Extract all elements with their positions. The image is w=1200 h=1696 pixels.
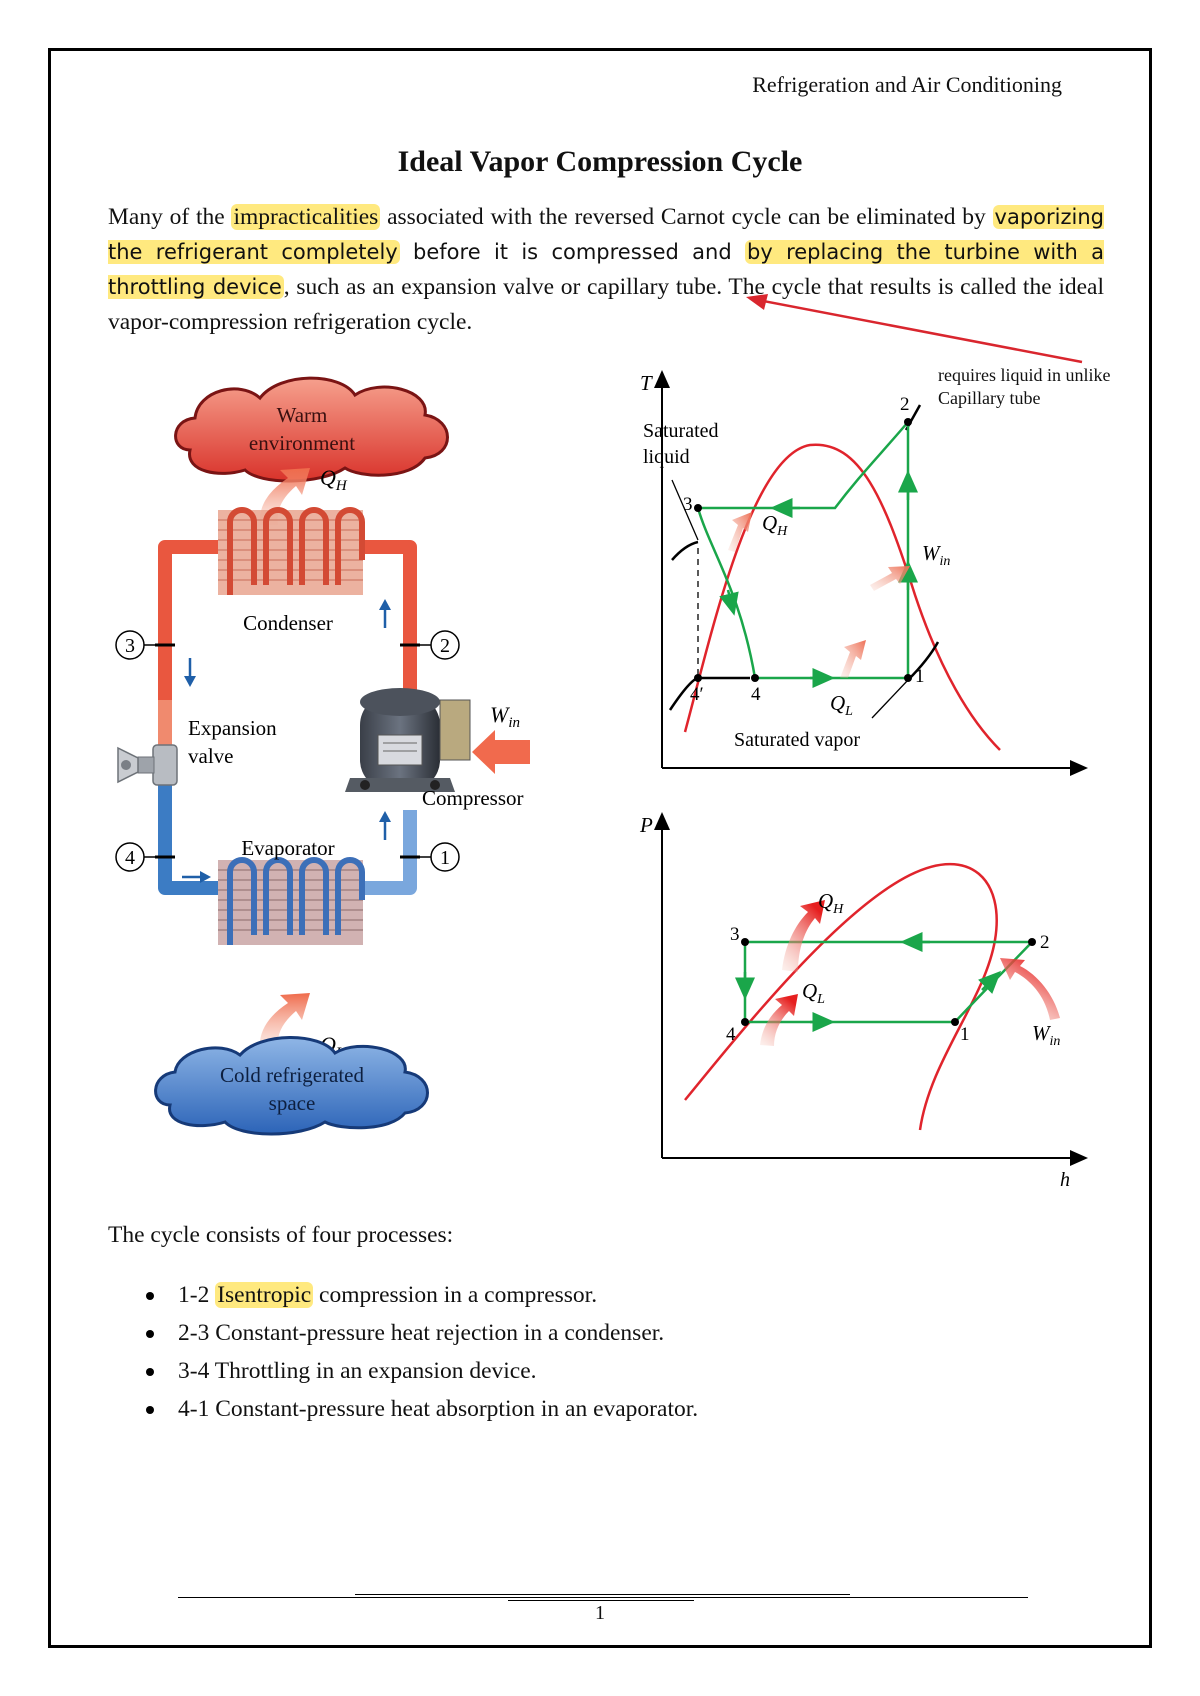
state-marker-3: 3 (115, 630, 175, 660)
ph-qh-arrow (782, 900, 825, 972)
cold-label-1: Cold refrigerated (220, 1063, 365, 1087)
ph-saturation-dome (684, 863, 998, 1131)
condenser-coil (218, 507, 365, 595)
footer-rule (178, 1597, 1028, 1598)
refrigeration-schematic: Warm environment QH Condenser Evaporator… (115, 376, 530, 1136)
ts-sat-liquid-1: Saturated (643, 420, 719, 442)
ts-ql-label: QL (830, 691, 853, 719)
page-number: 1 (595, 1602, 605, 1624)
ts-point-4: 4 (751, 684, 761, 705)
ts-sat-vapor: Saturated vapor (734, 729, 860, 751)
ph-point-4: 4 (726, 1024, 736, 1045)
expansion-label-2: valve (188, 744, 233, 768)
list-item: 4-1 Constant-pressure heat absorption in… (138, 1390, 698, 1428)
ts-y-label: T (640, 371, 653, 395)
cold-pipe-left (158, 770, 218, 895)
ts-qh-label: QH (762, 511, 788, 539)
evaporator-coil (218, 857, 365, 945)
ts-state-dots (694, 418, 912, 682)
win-arrow (472, 730, 530, 774)
ph-diagram: P h 3 2 1 4 QH QL Win (639, 812, 1088, 1191)
running-header: Refrigeration and Air Conditioning (752, 72, 1062, 97)
expansion-label-1: Expansion (188, 716, 277, 740)
state-marker-1: 1 (400, 842, 460, 872)
annotation-arrow (746, 294, 1083, 364)
ts-win-label: Win (922, 541, 950, 569)
evaporator-label: Evaporator (241, 836, 334, 860)
annotation-line-1: requires liquid in unlike (938, 365, 1111, 385)
warm-environment-cloud: Warm environment (174, 376, 449, 483)
ts-win-arrow (870, 566, 910, 591)
intro-text-4: , such as an expansion valve or capillar… (108, 274, 1104, 335)
ph-win-arrow (1000, 958, 1060, 1020)
hot-pipe-left (158, 540, 218, 700)
state-marker-4: 4 (115, 842, 175, 872)
ts-point-3: 3 (683, 494, 693, 515)
svg-text:2: 2 (440, 635, 450, 657)
warm-label-1: Warm (277, 403, 328, 427)
state-marker-2: 2 (400, 630, 460, 660)
ph-y-label: P (639, 813, 653, 837)
svg-text:1: 1 (440, 847, 450, 869)
cold-space-cloud: Cold refrigerated space (154, 1036, 429, 1136)
ph-state-dots (741, 938, 1036, 1026)
ts-ql-arrow (840, 640, 866, 678)
page-border (48, 48, 1152, 1648)
ts-cycle (696, 421, 918, 688)
list-item: 2-3 Constant-pressure heat rejection in … (138, 1314, 698, 1352)
annotation-line-2: Capillary tube (938, 388, 1041, 408)
warm-label-2: environment (249, 431, 355, 455)
svg-text:4: 4 (125, 847, 135, 869)
intro-text-2: associated with the reversed Carnot cycl… (380, 204, 993, 230)
ph-point-1: 1 (960, 1024, 970, 1045)
intro-text-3: before it is compressed and (399, 240, 745, 264)
ph-point-2: 2 (1040, 932, 1050, 953)
ph-x-label: h (1060, 1169, 1070, 1191)
ts-x-label: s (1072, 773, 1080, 780)
ts-point-2: 2 (900, 394, 910, 415)
ph-win-label: Win (1032, 1021, 1060, 1049)
flow-arrows (182, 599, 391, 883)
schematic-qh-label: QH (320, 465, 348, 494)
ph-ql-arrow (760, 994, 798, 1046)
ts-qh-arrow (728, 512, 752, 552)
ql-heat-arrow (259, 993, 310, 1050)
compressor-label: Compressor (422, 786, 524, 810)
ts-sat-liquid-2: liquid (643, 446, 690, 468)
expansion-valve (117, 744, 178, 786)
page-title: Ideal Vapor Compression Cycle (397, 145, 803, 178)
ts-point-4prime: 4′ (690, 684, 704, 705)
list-item: 1-2 Isentropic compression in a compress… (138, 1276, 698, 1314)
schematic-win-label: Win (490, 702, 520, 731)
condenser-label: Condenser (243, 611, 333, 635)
highlight-isentropic: Isentropic (215, 1282, 314, 1308)
highlight-impracticalities: impracticalities (231, 204, 381, 230)
ph-point-3: 3 (730, 924, 740, 945)
cold-label-2: space (269, 1091, 316, 1115)
ph-qh-label: QH (818, 889, 844, 917)
intro-text-1: Many of the (108, 204, 232, 230)
list-item: 3-4 Throttling in an expansion device. (138, 1352, 698, 1390)
processes-intro: The cycle consists of four processes: (108, 1222, 454, 1248)
svg-text:3: 3 (125, 635, 135, 657)
compressor-unit (345, 688, 471, 792)
footer-rule-2 (355, 1594, 850, 1595)
process-list: 1-2 Isentropic compression in a compress… (138, 1276, 698, 1428)
ph-ql-label: QL (802, 979, 825, 1007)
intro-paragraph: Many of the impracticalities associated … (108, 200, 1104, 340)
ts-saturation-dome (683, 443, 1001, 751)
ts-point-1: 1 (915, 666, 925, 687)
cold-pipe-right (362, 810, 417, 895)
footer-rule-3 (508, 1600, 694, 1601)
ts-diagram: T s 3 2 1 4 4′ Saturated liquid Saturate… (640, 370, 1088, 780)
annotation-note: requires liquid in unlike Capillary tube (938, 364, 1110, 410)
hot-pipe-right (362, 540, 417, 690)
